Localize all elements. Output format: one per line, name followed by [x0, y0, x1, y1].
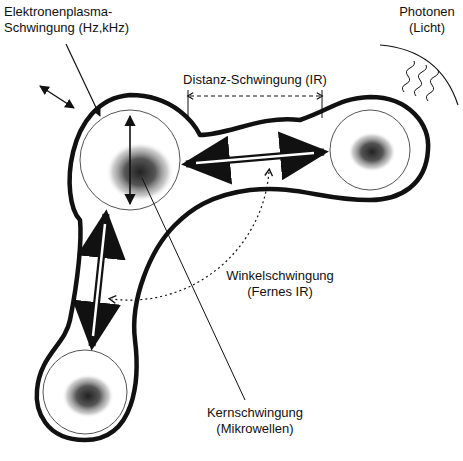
callout-label: Kernschwingung (Mikrowellen) — [195, 405, 315, 436]
vibration-arrow — [129, 116, 131, 204]
atom-nucleus — [106, 142, 174, 202]
callout-label: Winkelschwingung (Fernes IR) — [215, 268, 345, 299]
vibration-arrow — [40, 86, 74, 108]
electron-cloud-outline — [37, 95, 428, 440]
leader-line — [142, 178, 245, 400]
atom-shell — [43, 350, 127, 434]
leader-line — [66, 44, 100, 116]
bond-arrow — [186, 152, 324, 164]
dimension-bracket — [188, 90, 322, 118]
atom-shell — [330, 110, 410, 190]
photon-wave — [402, 61, 438, 101]
callout-label: Photonen (Licht) — [394, 4, 460, 35]
atom-nucleus — [62, 374, 114, 418]
atom-nucleus — [348, 132, 396, 172]
callout-label: Distanz-Schwingung (IR) — [175, 72, 335, 88]
bond-arrow — [92, 214, 106, 346]
atom-shell — [80, 110, 180, 210]
callout-label: Elektronenplasma-Schwingung (Hz,kHz) — [4, 4, 144, 35]
light-arc — [380, 45, 458, 105]
